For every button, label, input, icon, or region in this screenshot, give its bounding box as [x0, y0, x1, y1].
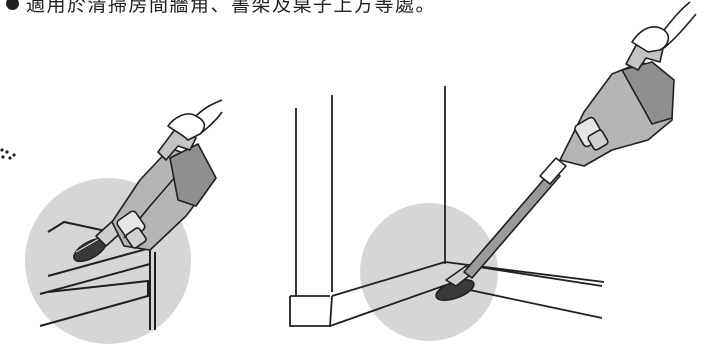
- bullet-icon: [6, 0, 19, 10]
- handheld-vacuum: [73, 99, 223, 263]
- caption-text: 適用於清掃房間牆角、書架及桌子上方等處。: [26, 0, 437, 16]
- wall-corner: [289, 86, 605, 327]
- highlight-circle: [360, 203, 498, 341]
- motion-dots-icon: [0, 148, 16, 160]
- stick-vacuum: [435, 1, 697, 301]
